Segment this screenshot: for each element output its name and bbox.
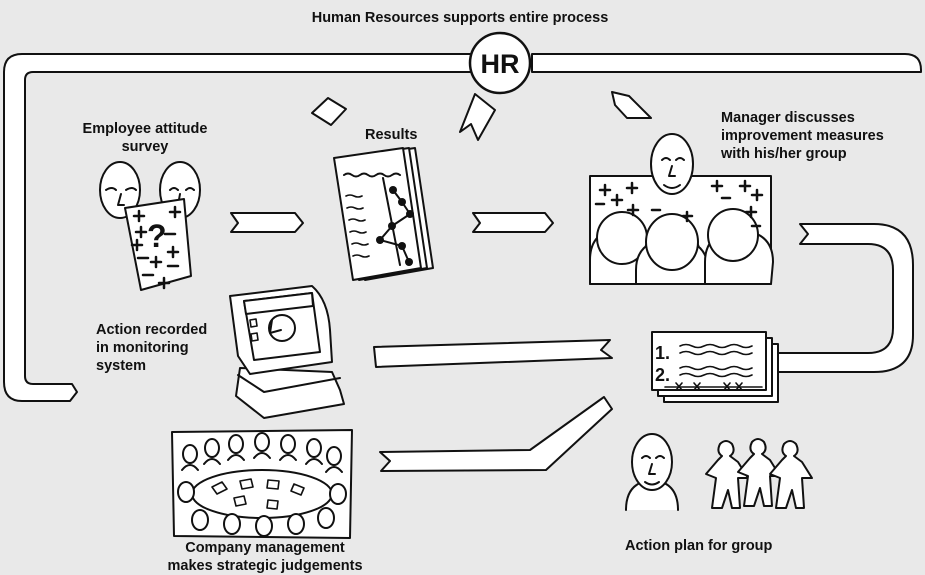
hr-badge-label: HR bbox=[481, 49, 520, 79]
management-label: Company management makes strategic judge… bbox=[167, 540, 363, 574]
monitoring-label: Action recorded in monitoring system bbox=[96, 322, 208, 374]
group-people-icon bbox=[705, 438, 813, 509]
results-label: Results bbox=[365, 127, 418, 143]
person-icon bbox=[625, 433, 679, 511]
arrow-icon bbox=[611, 91, 652, 119]
arrow-icon bbox=[230, 212, 304, 233]
manager-label: Manager discusses improvement measures w… bbox=[721, 110, 884, 162]
plan-item-2: 2. bbox=[655, 365, 670, 385]
arrow-icon bbox=[311, 97, 347, 126]
arrow-icon bbox=[373, 339, 613, 368]
computer-monitor-icon bbox=[229, 285, 345, 419]
action-plan-icon: 1. 2. bbox=[651, 331, 779, 403]
survey-sheet-icon: ? bbox=[99, 161, 201, 291]
arrow-icon bbox=[767, 223, 914, 373]
survey-question-mark: ? bbox=[147, 218, 167, 254]
diagram-header: Human Resources supports entire process bbox=[311, 10, 609, 26]
results-chart-icon bbox=[333, 147, 434, 281]
hr-top-band-right bbox=[531, 53, 922, 73]
action-plan-label: Action plan for group bbox=[625, 538, 773, 554]
arrow-icon bbox=[472, 212, 554, 233]
group-meeting-icon bbox=[589, 133, 774, 285]
arrow-icon bbox=[459, 93, 496, 141]
plan-item-1: 1. bbox=[655, 343, 670, 363]
hr-circle-icon: HR bbox=[468, 31, 532, 95]
survey-label: Employee attitude survey bbox=[82, 121, 208, 155]
arrow-icon bbox=[379, 396, 613, 472]
boardroom-icon bbox=[171, 429, 353, 539]
hr-loop-band bbox=[3, 53, 471, 402]
